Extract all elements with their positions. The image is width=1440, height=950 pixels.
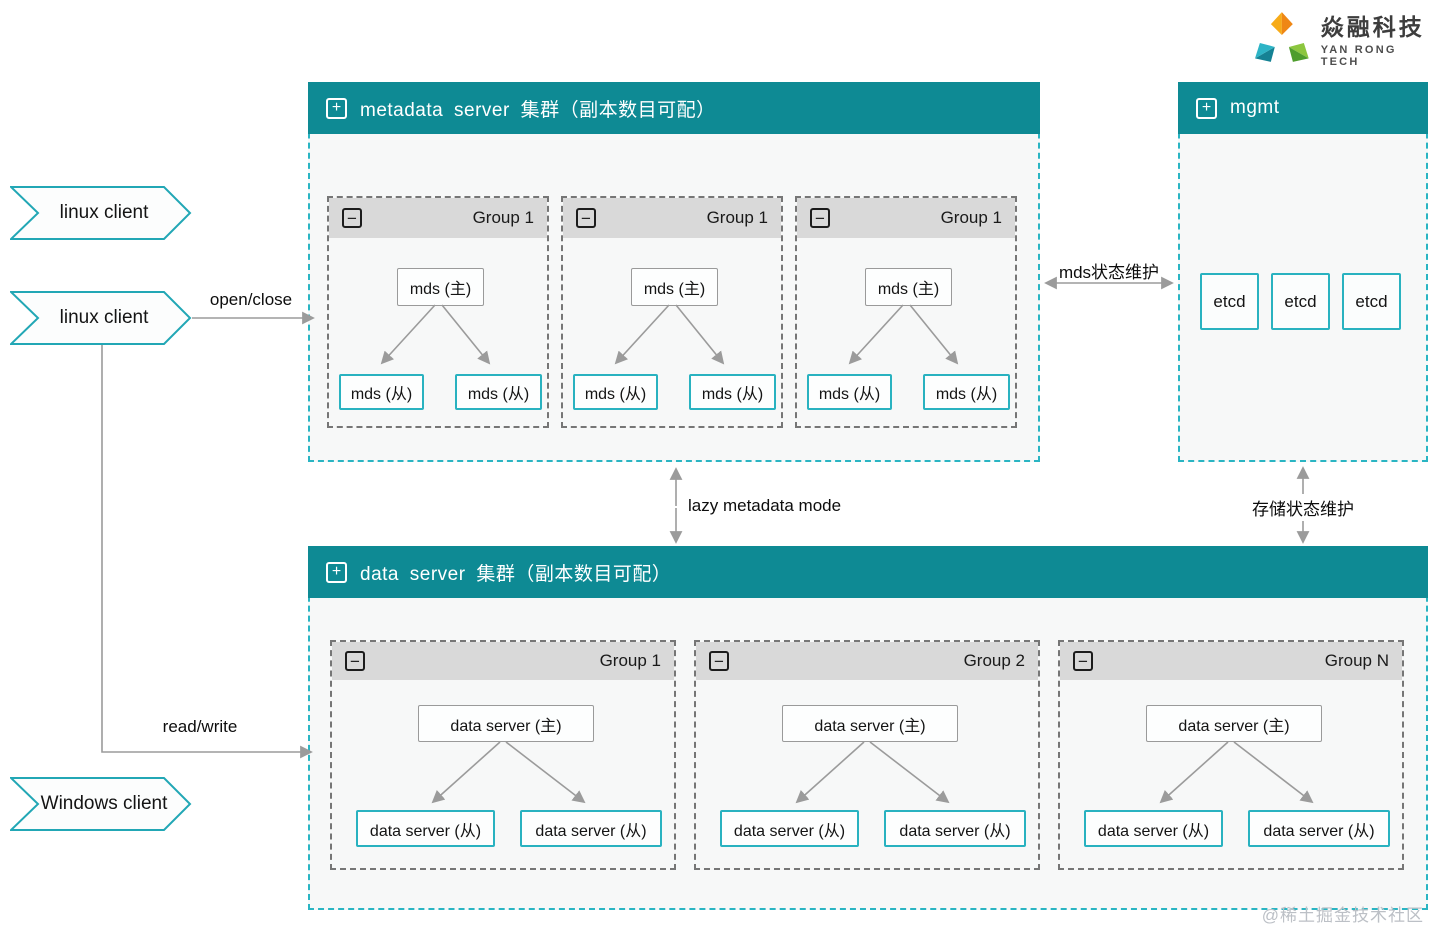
mds-replica: mds (从) <box>923 374 1010 410</box>
mds-replica: mds (从) <box>573 374 658 410</box>
mgmt-title: mgmt <box>1230 97 1280 118</box>
expand-icon[interactable]: + <box>326 97 347 119</box>
data-cluster-header: + data server 集群（副本数目可配） <box>308 546 1428 598</box>
mgmt-header: + mgmt <box>1178 82 1428 134</box>
data-group-1: − Group 1 data server (主) data server (从… <box>330 640 676 870</box>
group-header: − Group N <box>1060 642 1402 680</box>
mgmt-box: + mgmt etcd etcd etcd <box>1178 82 1428 462</box>
group-label: Group 1 <box>599 651 661 670</box>
data-server-primary: data server (主) <box>782 705 958 742</box>
client-banner-shape <box>10 291 192 345</box>
windows-client: Windows client <box>10 777 192 831</box>
logo-title: 焱融科技 <box>1320 14 1425 40</box>
data-server-primary: data server (主) <box>418 705 594 742</box>
collapse-icon[interactable]: − <box>576 208 596 228</box>
mds-replica: mds (从) <box>807 374 892 410</box>
mds-primary: mds (主) <box>631 268 718 306</box>
collapse-icon[interactable]: − <box>1073 651 1093 671</box>
metadata-cluster-header: + metadata server 集群（副本数目可配） <box>308 82 1040 134</box>
expand-icon[interactable]: + <box>1196 97 1217 119</box>
etcd-node: etcd <box>1200 273 1259 330</box>
etcd-node: etcd <box>1271 273 1330 330</box>
group-header: − Group 2 <box>696 642 1038 680</box>
linux-client-2: linux client <box>10 291 192 345</box>
lazy-metadata-label: lazy metadata mode <box>688 496 842 515</box>
data-group-2: − Group 2 data server (主) data server (从… <box>694 640 1040 870</box>
collapse-icon[interactable]: − <box>709 651 729 671</box>
client-label: Windows client <box>40 793 168 814</box>
logo-subtitle: YAN RONG TECH <box>1320 44 1397 68</box>
client-banner-shape <box>10 186 192 240</box>
mds-group-2: − Group 1 mds (主) mds (从) mds (从) <box>561 196 783 428</box>
data-server-replica: data server (从) <box>884 810 1026 847</box>
data-cluster-title: data server 集群（副本数目可配） <box>360 563 672 585</box>
etcd-node: etcd <box>1342 273 1401 330</box>
group-label: Group N <box>1324 651 1389 670</box>
data-server-primary: data server (主) <box>1146 705 1322 742</box>
client-banner-shape <box>10 777 192 831</box>
data-group-n: − Group N data server (主) data server (从… <box>1058 640 1404 870</box>
client-label: linux client <box>59 307 149 328</box>
metadata-cluster: + metadata server 集群（副本数目可配） − Group 1 m… <box>308 82 1040 462</box>
client-label: linux client <box>59 202 149 223</box>
collapse-icon[interactable]: − <box>345 651 365 671</box>
data-server-replica: data server (从) <box>356 810 495 847</box>
mds-replica: mds (从) <box>689 374 776 410</box>
collapse-icon[interactable]: − <box>810 208 830 228</box>
group-label: Group 1 <box>706 208 768 227</box>
group-header: − Group 1 <box>563 198 781 238</box>
group-label: Group 1 <box>940 208 1002 227</box>
mds-state-label: mds状态维护 <box>1058 263 1160 282</box>
mds-primary: mds (主) <box>865 268 952 306</box>
data-cluster: + data server 集群（副本数目可配） − Group 1 data … <box>308 546 1428 910</box>
linux-client-1: linux client <box>10 186 192 240</box>
group-header: − Group 1 <box>797 198 1015 238</box>
company-logo: 焱融科技 YAN RONG TECH <box>1253 8 1440 68</box>
data-server-replica: data server (从) <box>520 810 662 847</box>
storage-state-label: 存储状态维护 <box>1242 494 1364 521</box>
mds-replica: mds (从) <box>339 374 424 410</box>
group-header: − Group 1 <box>329 198 547 238</box>
data-server-replica: data server (从) <box>1248 810 1390 847</box>
collapse-icon[interactable]: − <box>342 208 362 228</box>
read-write-label: read/write <box>162 717 238 736</box>
data-server-replica: data server (从) <box>1084 810 1223 847</box>
logo-mark <box>1254 12 1309 62</box>
group-header: − Group 1 <box>332 642 674 680</box>
watermark: @稀土掘金技术社区 <box>1261 906 1424 925</box>
mds-group-3: − Group 1 mds (主) mds (从) mds (从) <box>795 196 1017 428</box>
mds-group-1: − Group 1 mds (主) mds (从) mds (从) <box>327 196 549 428</box>
mds-primary: mds (主) <box>397 268 484 306</box>
metadata-cluster-title: metadata server 集群（副本数目可配） <box>360 99 716 121</box>
data-server-replica: data server (从) <box>720 810 859 847</box>
expand-icon[interactable]: + <box>326 561 347 583</box>
open-close-label: open/close <box>209 290 293 309</box>
group-label: Group 1 <box>472 208 534 227</box>
read-write-connector <box>101 345 313 759</box>
group-label: Group 2 <box>963 651 1025 670</box>
mds-replica: mds (从) <box>455 374 542 410</box>
